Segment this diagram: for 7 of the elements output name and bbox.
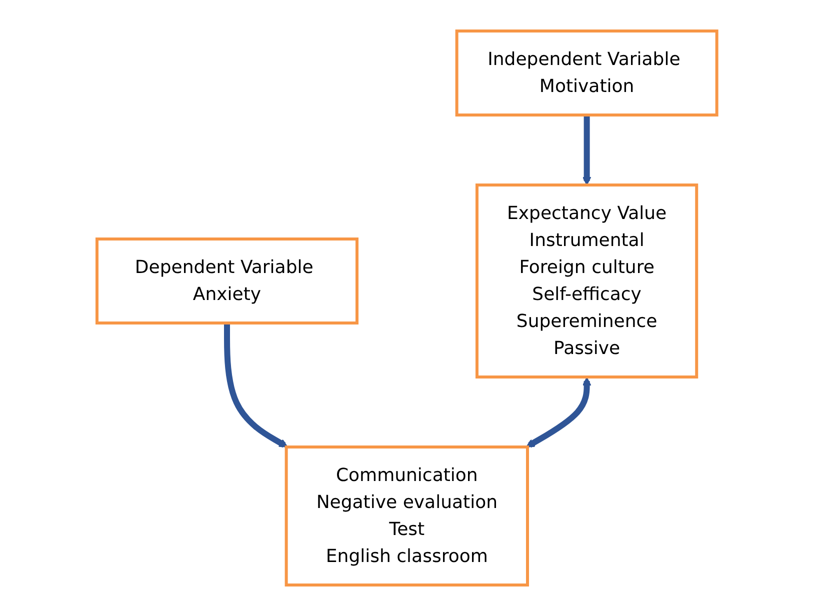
node-box: Expectancy Value Instrumental Foreign culture Self-efficacy Supereminence Passive (476, 184, 698, 378)
arrow (526, 377, 592, 448)
arrow (582, 115, 592, 186)
node-box: Independent Variable Motivation (455, 30, 718, 116)
arrow (224, 323, 288, 448)
node-box: Dependent Variable Anxiety (96, 238, 359, 324)
node-box: Communication Negative evaluation Test English classroom (284, 446, 530, 586)
